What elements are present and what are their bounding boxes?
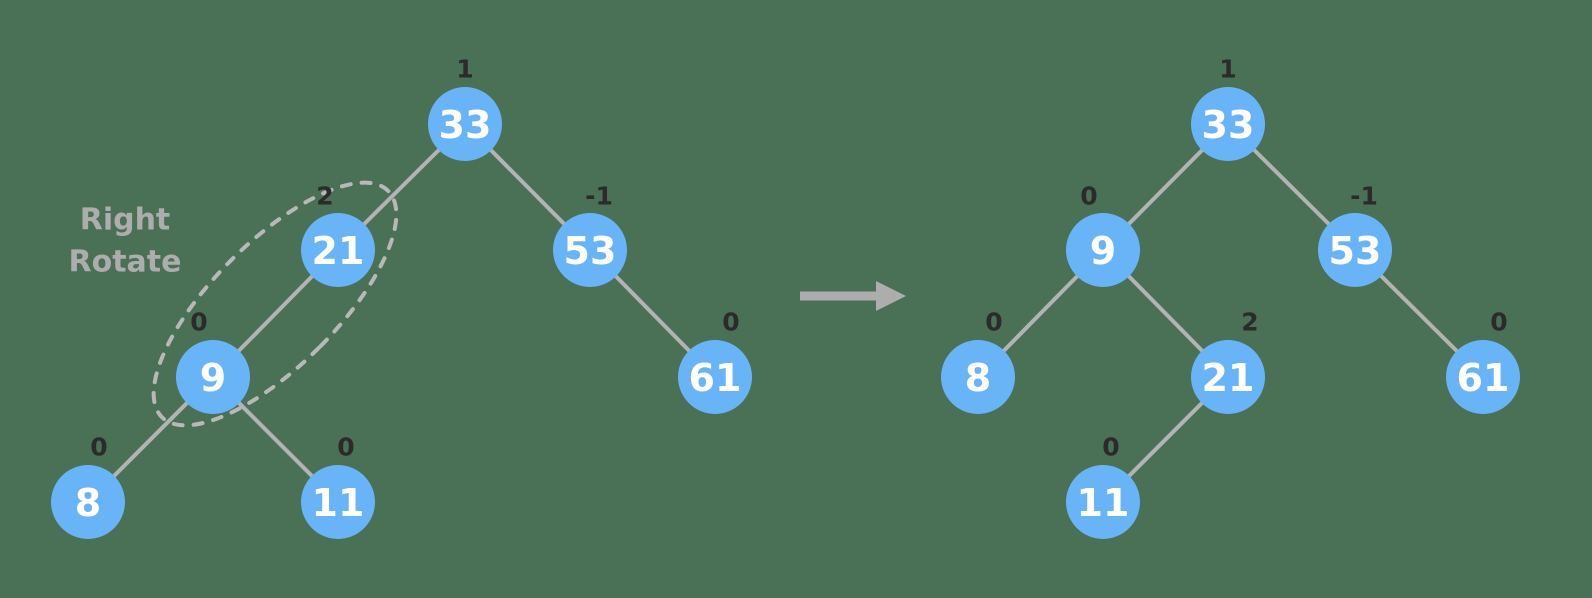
rotation-highlight-ellipse (151, 180, 399, 428)
node-balance-factor: 0 (722, 308, 739, 337)
node-value-label: 53 (564, 229, 617, 273)
node-balance-factor: 0 (337, 433, 354, 462)
node-value-label: 33 (1202, 103, 1255, 147)
node-value-label: 9 (200, 356, 226, 400)
node-balance-factor: 0 (1490, 308, 1507, 337)
node-value-label: 61 (689, 356, 742, 400)
node-balance-factor: 1 (1219, 55, 1236, 84)
tree-edge (109, 398, 192, 481)
edges-layer (109, 145, 1462, 481)
node-balance-factor: 1 (456, 55, 473, 84)
tree-edge (234, 271, 317, 356)
tree-edge (1124, 271, 1207, 356)
tree-node[interactable]: 21 2 (1191, 308, 1265, 415)
tree-node[interactable]: 90 (1066, 182, 1140, 288)
highlight-layer (151, 180, 399, 428)
tree-node[interactable]: 53 -1 (553, 182, 627, 288)
node-balance-factor: -1 (1350, 182, 1378, 211)
node-value-label: 8 (75, 481, 101, 525)
tree-edge (1376, 271, 1462, 356)
node-circle[interactable] (301, 213, 375, 287)
arrow-head-icon (876, 281, 906, 311)
tree-node[interactable]: 33 1 (1191, 55, 1265, 162)
node-circle[interactable] (1191, 87, 1265, 161)
node-value-label: 9 (1090, 229, 1116, 273)
node-value-label: 21 (312, 229, 365, 273)
node-circle[interactable] (1191, 340, 1265, 414)
tree-node[interactable]: 21 2 (301, 182, 375, 288)
node-value-label: 11 (1077, 481, 1130, 525)
node-balance-factor: -1 (585, 182, 613, 211)
node-circle[interactable] (1446, 340, 1520, 414)
rotation-label-line-2: Rotate (69, 245, 182, 280)
node-balance-factor: 2 (316, 182, 333, 211)
tree-edge (1249, 145, 1334, 229)
node-circle[interactable] (176, 340, 250, 414)
node-balance-factor: 0 (90, 433, 107, 462)
node-circle[interactable] (1318, 213, 1392, 287)
tree-edge (486, 145, 569, 229)
tree-node[interactable]: 53 -1 (1318, 182, 1392, 288)
node-circle[interactable] (1066, 213, 1140, 287)
node-value-label: 53 (1329, 229, 1382, 273)
node-circle[interactable] (941, 340, 1015, 414)
node-balance-factor: 0 (985, 308, 1002, 337)
node-value-label: 8 (965, 356, 991, 400)
tree-node[interactable]: 11 0 (301, 433, 375, 540)
node-circle[interactable] (678, 340, 752, 414)
node-value-label: 11 (312, 481, 365, 525)
tree-node[interactable]: 33 1 (428, 55, 502, 162)
rotation-label-line-1: Right (80, 203, 171, 238)
tree-edge (234, 398, 317, 481)
tree-node[interactable]: 90 (176, 308, 250, 415)
node-value-label: 33 (439, 103, 492, 147)
tree-edge (999, 271, 1082, 356)
node-balance-factor: 0 (1080, 182, 1097, 211)
node-balance-factor: 0 (1102, 433, 1119, 462)
node-value-label: 61 (1457, 356, 1510, 400)
node-circle[interactable] (1066, 465, 1140, 539)
node-circle[interactable] (301, 465, 375, 539)
tree-node[interactable]: 61 0 (678, 308, 752, 415)
tree-node[interactable]: 11 0 (1066, 433, 1140, 540)
node-value-label: 21 (1202, 356, 1255, 400)
tree-node[interactable]: 61 0 (1446, 308, 1520, 415)
node-balance-factor: 0 (190, 308, 207, 337)
tree-edge (1124, 145, 1207, 229)
node-circle[interactable] (553, 213, 627, 287)
tree-edge (359, 145, 444, 229)
tree-edge (611, 271, 694, 356)
tree-node[interactable]: 80 (51, 433, 125, 540)
node-balance-factor: 2 (1241, 308, 1258, 337)
tree-node[interactable]: 80 (941, 308, 1015, 415)
transition-arrow-layer (800, 281, 906, 311)
tree-edge (1124, 398, 1207, 481)
node-circle[interactable] (51, 465, 125, 539)
node-circle[interactable] (428, 87, 502, 161)
